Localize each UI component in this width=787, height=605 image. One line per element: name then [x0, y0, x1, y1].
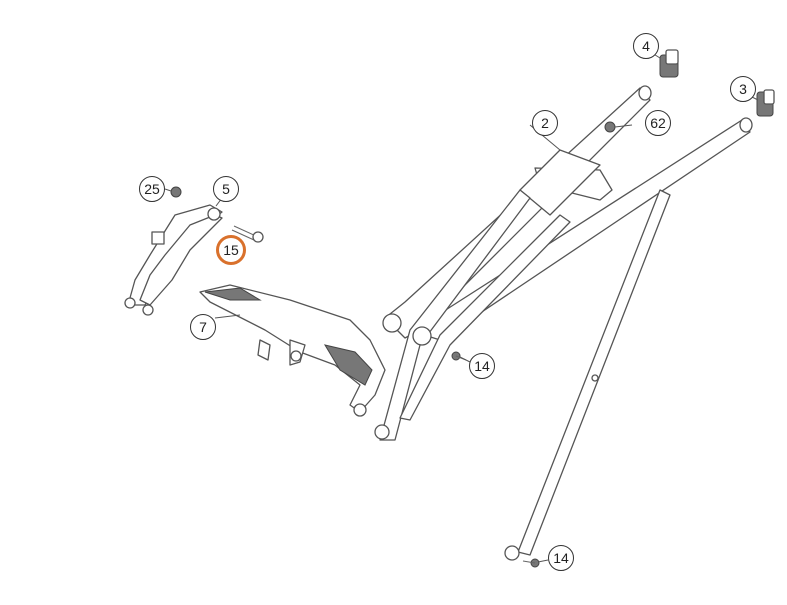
callout-5[interactable]: 5	[213, 176, 239, 202]
part-25-nut[interactable]	[170, 186, 182, 198]
callout-2[interactable]: 2	[532, 110, 558, 136]
subframe-lower-stay	[517, 189, 671, 556]
stay-hole	[591, 374, 599, 382]
part-5-bracket[interactable]	[124, 204, 223, 316]
part-4-grommet[interactable]	[659, 49, 679, 78]
part-14-screw-lower[interactable]	[522, 558, 540, 568]
part-3-grommet[interactable]	[756, 89, 775, 117]
mount-eye-1	[382, 313, 402, 333]
subframe[interactable]	[374, 85, 753, 561]
callout-14-lower[interactable]: 14	[548, 545, 574, 571]
callout-62[interactable]: 62	[645, 110, 671, 136]
callout-4[interactable]: 4	[633, 33, 659, 59]
callout-3[interactable]: 3	[730, 76, 756, 102]
stay-mount-eye	[504, 545, 520, 561]
subframe-gusset	[519, 149, 601, 216]
part-62-nut[interactable]	[604, 121, 616, 133]
part-15-screw[interactable]	[231, 225, 264, 243]
callout-25[interactable]: 25	[139, 176, 165, 202]
tube-end-left	[638, 85, 652, 101]
callout-14-upper[interactable]: 14	[469, 353, 495, 379]
part-7-heel-guard[interactable]	[199, 284, 386, 417]
callout-7[interactable]: 7	[190, 314, 216, 340]
tube-end-right	[739, 117, 753, 133]
mount-eye-3	[374, 424, 390, 440]
subframe-inner-rail	[399, 214, 571, 421]
callout-15-highlighted[interactable]: 15	[216, 235, 246, 265]
mount-eye-2	[412, 326, 432, 346]
